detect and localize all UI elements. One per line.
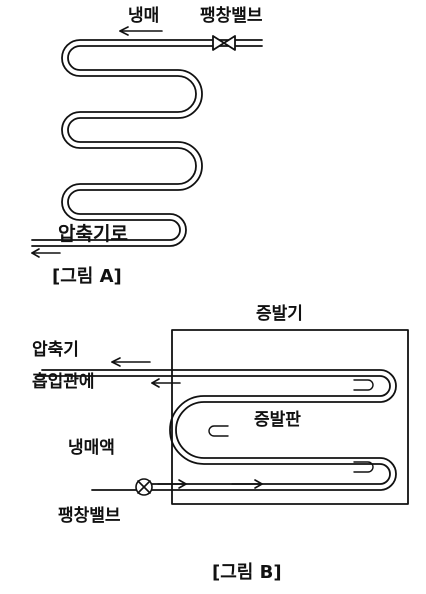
evaporator-plate-tube bbox=[41, 369, 397, 491]
suction-arrow-inner bbox=[151, 378, 181, 388]
to-compressor-arrow bbox=[31, 248, 61, 258]
liquid-flow-arrow-left bbox=[157, 479, 187, 489]
figure-a-coil bbox=[31, 39, 263, 247]
refrigerant-liquid-label: 냉매액 bbox=[68, 438, 115, 458]
expansion-valve-a bbox=[212, 35, 236, 51]
plate-tube-inner bbox=[41, 375, 391, 485]
liquid-flow-arrow-right bbox=[231, 479, 263, 489]
expansion-valve-label-a: 팽창밸브 bbox=[200, 6, 263, 26]
suction-arrow-outer bbox=[111, 357, 151, 367]
compressor-suction-label-line2: 흡입관에 bbox=[32, 372, 95, 392]
compressor-suction-label-line1: 압축기 bbox=[32, 340, 79, 360]
expansion-valve-b bbox=[135, 478, 153, 496]
evaporator-label: 증발기 bbox=[256, 304, 303, 324]
refrigerant-flow-arrow bbox=[119, 26, 163, 36]
to-compressor-label: 압축기로 bbox=[58, 223, 128, 245]
coil-tube-inner bbox=[31, 45, 263, 247]
figure-b-caption: [그림 B] bbox=[212, 562, 282, 583]
inner-flow-symbols bbox=[208, 379, 374, 473]
expansion-valve-label-b: 팽창밸브 bbox=[58, 506, 121, 526]
figure-a-caption: [그림 A] bbox=[52, 266, 122, 287]
plate-tube-outer bbox=[41, 369, 397, 491]
evaporator-plate-label: 증발판 bbox=[254, 410, 301, 430]
refrigerant-label: 냉매 bbox=[128, 6, 160, 26]
coil-tube-outer bbox=[31, 39, 263, 241]
